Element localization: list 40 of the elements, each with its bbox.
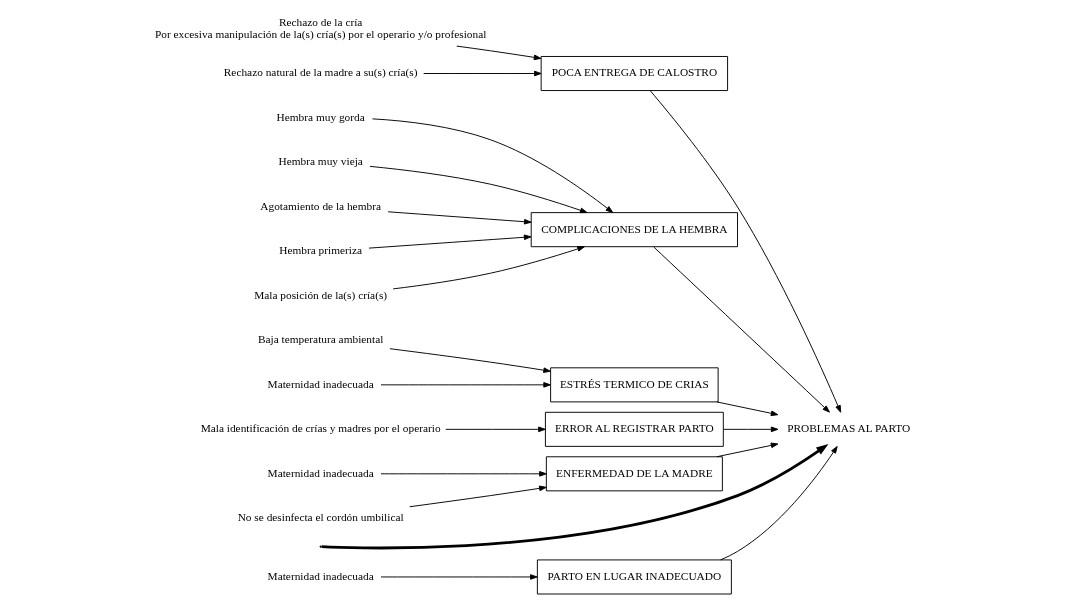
node-box: ERROR AL REGISTRAR PARTO bbox=[544, 411, 724, 447]
arrow bbox=[408, 485, 547, 508]
node-text: Hembra primeriza bbox=[278, 244, 362, 257]
node-text: Rechazo natural de la madre a su(s) cría(s) bbox=[223, 66, 418, 79]
node-text: Mala posición de la(s) cría(s) bbox=[253, 288, 387, 301]
arrow bbox=[722, 426, 778, 433]
arrow bbox=[392, 246, 585, 290]
node-text: Hembra muy vieja bbox=[277, 155, 363, 168]
node-box: POCA ENTREGA DE CALOSTRO bbox=[540, 56, 728, 92]
node-text: Rechazo de la cría Por excesiva manipulación de la(s) cría(s) por el operario y/o profesional bbox=[154, 15, 486, 41]
node-box: COMPLICACIONES DE LA HEMBRA bbox=[530, 212, 738, 248]
node-text: Baja temperatura ambiental bbox=[257, 333, 383, 346]
node-text: Mala identificación de crías y madres por el operario bbox=[200, 422, 441, 435]
arrow bbox=[371, 118, 613, 213]
arrow bbox=[369, 165, 587, 214]
arrow bbox=[444, 426, 546, 433]
node-text: Maternidad inadecuada bbox=[267, 466, 374, 479]
node-text: Maternidad inadecuada bbox=[267, 569, 374, 582]
node-box: PARTO EN LUGAR INADECUADO bbox=[536, 559, 732, 595]
node-box: ENFERMEDAD DE LA MADRE bbox=[545, 456, 723, 492]
arrow bbox=[380, 382, 551, 388]
arrow bbox=[380, 471, 547, 477]
arrow bbox=[380, 574, 538, 580]
arrow bbox=[719, 446, 838, 561]
arrow bbox=[387, 211, 532, 225]
node-text: Maternidad inadecuada bbox=[267, 377, 374, 390]
arrow bbox=[649, 90, 841, 413]
node-text: PROBLEMAS AL PARTO bbox=[786, 422, 910, 435]
node-text: Hembra muy gorda bbox=[276, 110, 365, 123]
arrow bbox=[455, 45, 541, 61]
arrow bbox=[367, 234, 531, 249]
arrow bbox=[388, 348, 551, 373]
arrow bbox=[715, 401, 778, 417]
node-text: Agotamiento de la hembra bbox=[259, 199, 381, 212]
arrow bbox=[652, 246, 830, 413]
node-box: ESTRÉS TERMICO DE CRIAS bbox=[549, 367, 719, 403]
node-text: No se desinfecta el cordón umbilical bbox=[237, 511, 404, 524]
arrow bbox=[715, 442, 778, 458]
arrow bbox=[321, 443, 828, 550]
arrow bbox=[422, 70, 542, 77]
